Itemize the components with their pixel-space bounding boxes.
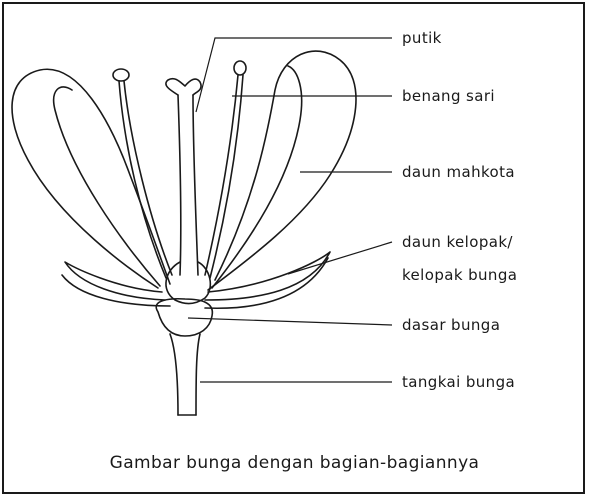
label-benang-sari: benang sari bbox=[402, 87, 495, 105]
sepal-right-b bbox=[205, 258, 328, 308]
receptacle bbox=[156, 299, 212, 336]
petal-right-inner bbox=[212, 66, 302, 288]
pistil-style-left bbox=[178, 95, 181, 275]
stamen-anther-left bbox=[113, 69, 129, 81]
stalk-right bbox=[196, 334, 200, 415]
label-daun-kelopak-line1: daun kelopak/ bbox=[402, 233, 513, 251]
petal-right bbox=[208, 51, 356, 290]
stamen-filament-right-a bbox=[205, 75, 238, 275]
label-daun-kelopak-line2: kelopak bunga bbox=[402, 266, 517, 284]
label-tangkai-bunga: tangkai bunga bbox=[402, 373, 515, 391]
pistil-style-right bbox=[193, 95, 198, 275]
petal-left bbox=[12, 69, 170, 288]
pistil-ovary bbox=[166, 262, 210, 304]
diagram-caption: Gambar bunga dengan bagian-bagiannya bbox=[0, 453, 589, 473]
sepal-left bbox=[65, 262, 165, 300]
leader-daun-kelopak bbox=[288, 242, 392, 274]
pistil-stigma bbox=[166, 79, 201, 95]
leader-dasar-bunga bbox=[188, 318, 392, 325]
label-daun-mahkota: daun mahkota bbox=[402, 163, 515, 181]
sepal-right bbox=[205, 252, 330, 300]
stamen-anther-right bbox=[234, 61, 246, 75]
stamen-filament-right-b bbox=[210, 75, 243, 278]
stalk-left bbox=[170, 334, 178, 415]
leader-putik bbox=[196, 38, 392, 112]
label-putik: putik bbox=[402, 29, 442, 47]
label-dasar-bunga: dasar bunga bbox=[402, 316, 500, 334]
